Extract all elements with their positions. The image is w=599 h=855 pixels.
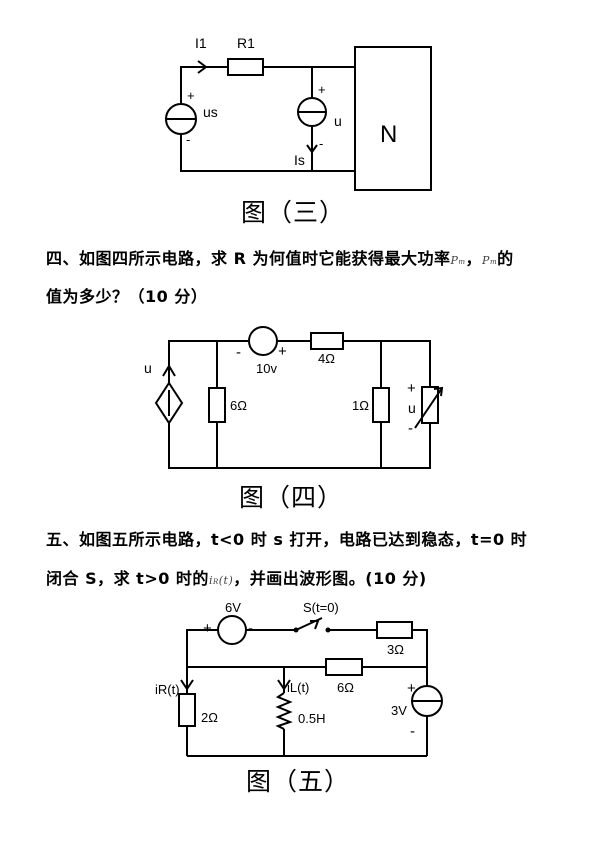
us-minus-label: - [186, 132, 190, 147]
r3-label: 3Ω [387, 642, 404, 657]
r4-resistor [310, 332, 344, 350]
wire-left-top [180, 66, 228, 115]
figure-3-circuit: I1 R1 + us - + u - Is N [165, 35, 432, 191]
r6-resistor [208, 387, 226, 423]
network-n-label: N [380, 121, 397, 148]
i1-arrow-icon [197, 60, 208, 74]
switch-label: S(t=0) [303, 600, 339, 615]
r6-resistor [325, 658, 363, 676]
r1-resistor [227, 58, 264, 76]
u-source-arrow-icon [162, 364, 176, 377]
ir-label: iR(t) [155, 682, 180, 697]
i1-label: I1 [195, 35, 207, 51]
r6-label: 6Ω [337, 680, 354, 695]
ir-arrow-icon [180, 679, 194, 691]
us-label: us [203, 104, 218, 120]
v6-label: 6V [225, 600, 241, 615]
v10-minus-label: - [236, 344, 241, 361]
us-plus-label: + [187, 88, 195, 103]
wire-bottom [180, 123, 355, 172]
u-source-label: u [144, 360, 152, 376]
question-5-line-1: 五、如图五所示电路，t<0 时 s 打开，电路已达到稳态，t=0 时 [46, 530, 528, 549]
r2-label: 2Ω [201, 710, 218, 725]
u-load-label: u [408, 400, 416, 416]
v6-plus-label: + [203, 620, 212, 637]
v10-voltage-source [248, 326, 278, 356]
wire-top-left [168, 340, 248, 373]
figure-5-circuit: 6V + - S(t=0) 3Ω 6Ω iR(t) iL(t) 2Ω 0.5H … [155, 600, 443, 757]
variable-arrow-icon [433, 386, 444, 397]
pm-symbol: Pm [450, 254, 466, 267]
v3-plus-label: + [407, 680, 416, 697]
switch-arrow-icon [310, 620, 320, 630]
v6-voltage-source [217, 615, 247, 645]
network-n-box [354, 46, 432, 191]
ir-symbol: iR(t) [208, 574, 234, 587]
r3-resistor [376, 621, 413, 639]
wire-bottom [168, 423, 431, 469]
r1-label: R1 [237, 35, 255, 51]
v6-minus-label: - [248, 620, 253, 637]
question-5-line-2: 闭合 S，求 t>0 时的iR(t)，并画出波形图。(10 分) [46, 569, 427, 588]
is-label: Is [294, 152, 305, 168]
figure-5-caption: 图（五） [246, 767, 351, 796]
inductor-0-5h [275, 692, 293, 730]
il-arrow-icon [277, 679, 291, 691]
switch-s-blade [295, 617, 323, 631]
l05-label: 0.5H [298, 711, 325, 726]
r6-label: 6Ω [230, 398, 247, 413]
load-minus-label: - [408, 420, 413, 437]
figure-4-circuit: u - + 10v 4Ω 6Ω 1Ω + u - [144, 326, 444, 469]
il-label: iL(t) [287, 680, 309, 695]
is-plus-label: + [318, 82, 326, 97]
figure-3-caption: 图（三） [241, 198, 346, 227]
r1-label: 1Ω [352, 398, 369, 413]
is-arrow-icon [306, 144, 318, 154]
load-plus-label: + [407, 380, 416, 397]
u-label: u [334, 113, 342, 129]
r1-resistor [372, 387, 390, 423]
r4-label: 4Ω [318, 351, 335, 366]
figure-4-caption: 图（四） [239, 483, 344, 512]
question-4-line-2: 值为多少？（10 分） [46, 287, 208, 306]
v10-label: 10v [256, 361, 277, 376]
wire-top-right [343, 340, 431, 387]
v3-minus-label: - [410, 723, 415, 740]
r2-resistor [178, 693, 196, 727]
pm-symbol-2: Pm [482, 254, 498, 267]
v3-label: 3V [391, 703, 407, 718]
is-minus-label: - [319, 136, 323, 151]
v10-plus-label: + [278, 343, 287, 360]
question-4-line-1: 四、如图四所示电路，求 R 为何值时它能获得最大功率Pm，Pm的 [46, 249, 514, 268]
